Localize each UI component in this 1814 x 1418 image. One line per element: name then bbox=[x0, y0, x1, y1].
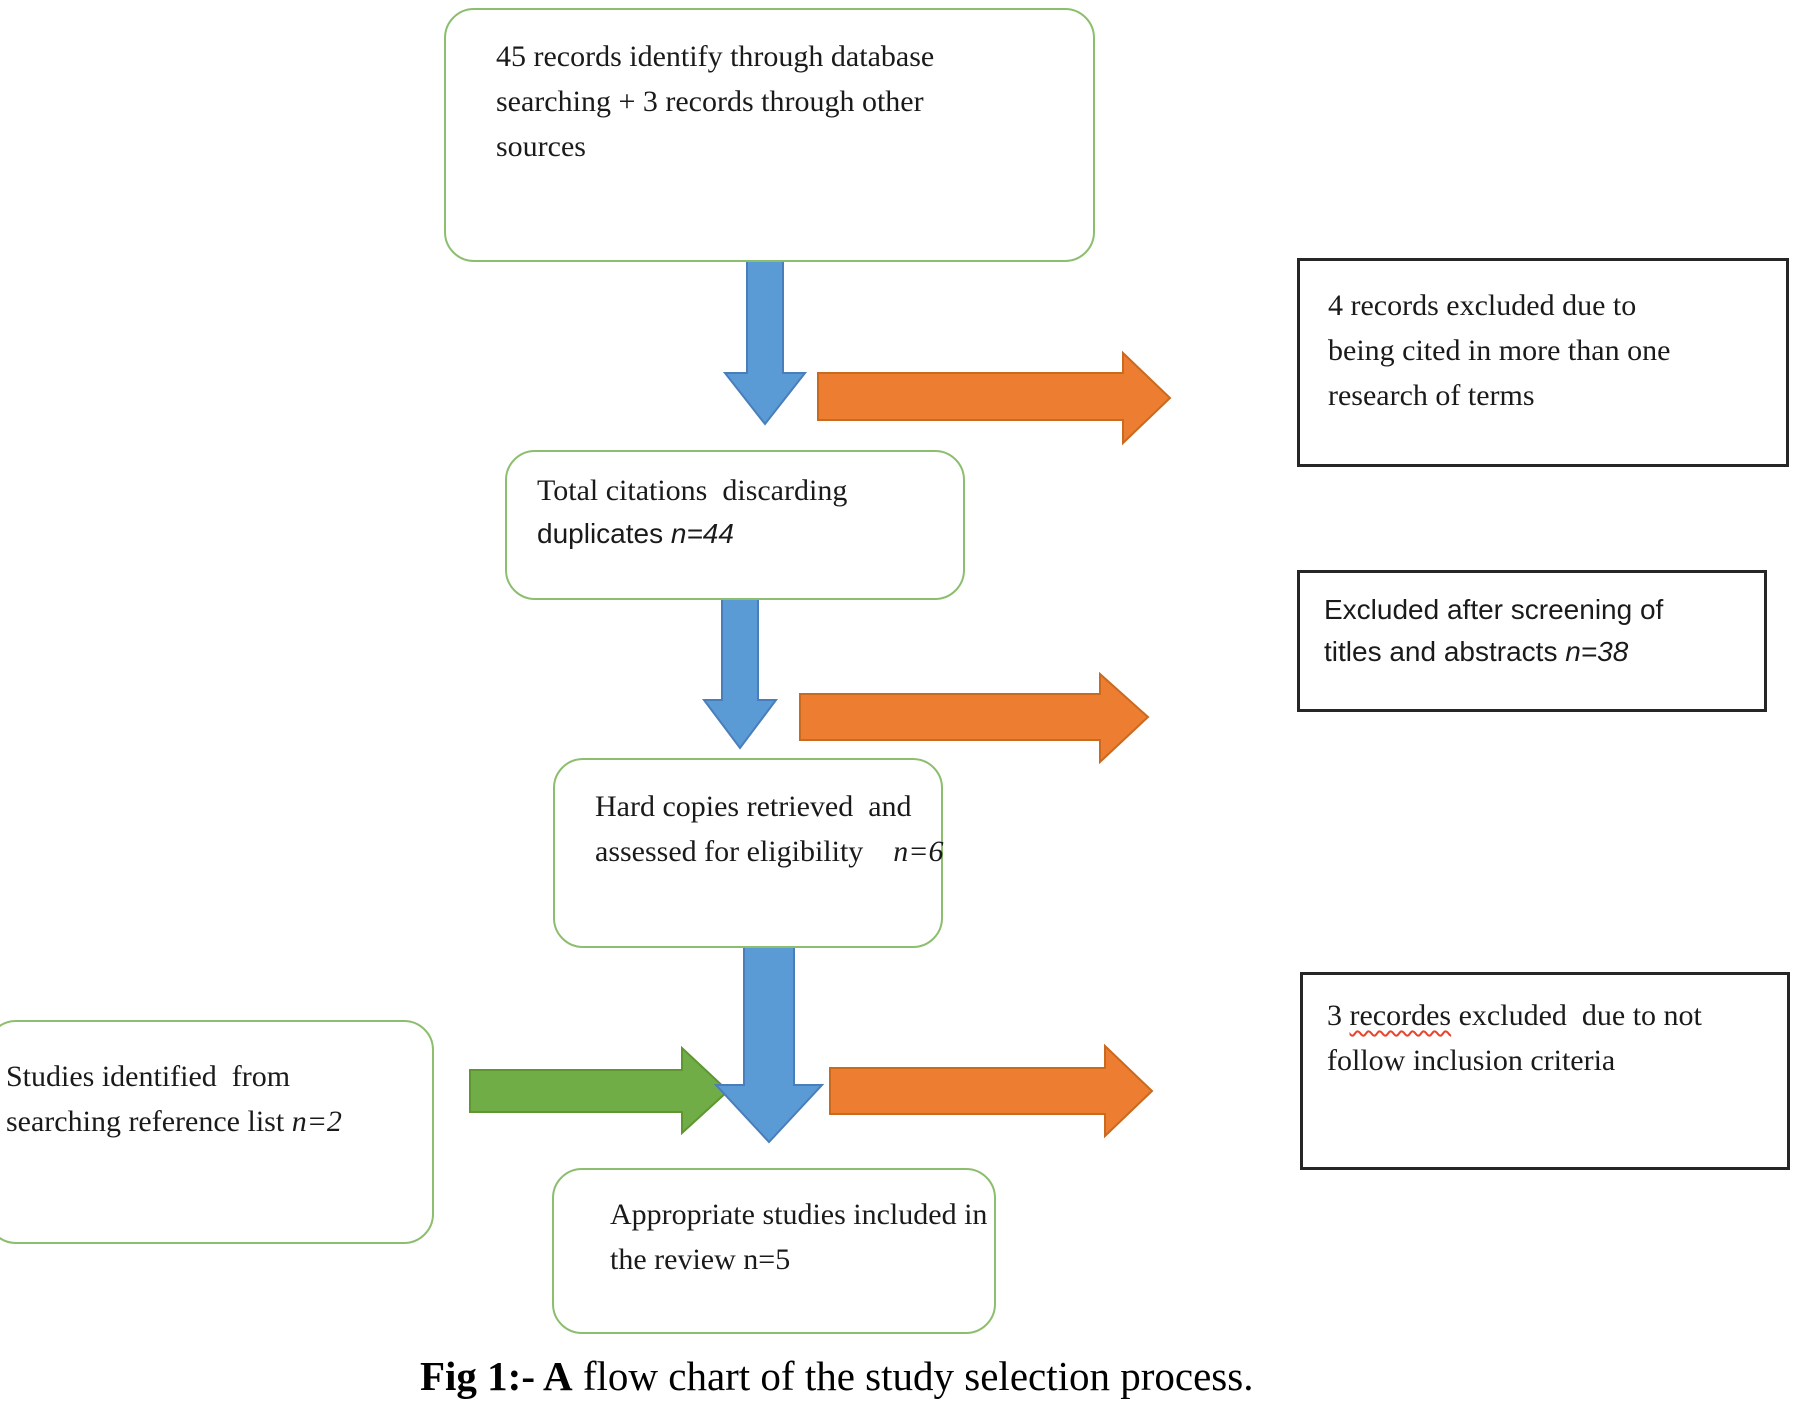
misspelled-word: recordes bbox=[1349, 999, 1452, 1032]
down-arrow-identification bbox=[722, 257, 808, 426]
right-arrow-reference-studies bbox=[469, 1045, 730, 1136]
n-value: n=2 bbox=[291, 1105, 342, 1138]
box-included-studies: Appropriate studies included in the revi… bbox=[552, 1168, 996, 1334]
box-included-studies-line2: the review n=5 bbox=[610, 1243, 791, 1276]
box-hard-copies-line1: Hard copies retrieved and bbox=[595, 790, 912, 823]
figure-caption-label: Fig 1:- A bbox=[420, 1353, 573, 1399]
box-hard-copies: Hard copies retrieved and assessed for e… bbox=[553, 758, 944, 948]
box-reference-studies-line2: searching reference list n=2 bbox=[6, 1105, 342, 1138]
box-total-citations-line1: Total citations discarding bbox=[537, 474, 848, 507]
figure-caption: Fig 1:- A flow chart of the study select… bbox=[420, 1352, 1253, 1400]
n-value: n=44 bbox=[670, 518, 734, 549]
box-excluded-criteria-line2: follow inclusion criteria bbox=[1327, 1044, 1616, 1077]
box-included-studies-line1: Appropriate studies included in bbox=[610, 1198, 988, 1231]
n-value: n=5 bbox=[743, 1243, 791, 1276]
down-arrow-dedup bbox=[702, 597, 778, 750]
down-arrow-eligibility bbox=[713, 943, 825, 1144]
right-arrow-excluded-duplicates bbox=[817, 350, 1172, 446]
box-hard-copies-line2: assessed for eligibility n=6 bbox=[595, 835, 944, 868]
figure-caption-text: flow chart of the study selection proces… bbox=[572, 1353, 1254, 1399]
box-excluded-screening-line1: Excluded after screening of bbox=[1324, 594, 1664, 625]
box-excluded-criteria: 3 recordes excluded due to not follow in… bbox=[1300, 972, 1790, 1170]
right-arrow-excluded-criteria bbox=[829, 1043, 1154, 1139]
n-value: n=6 bbox=[893, 835, 944, 868]
n-value: n=38 bbox=[1565, 636, 1629, 667]
box-reference-studies-line1: Studies identified from bbox=[6, 1060, 291, 1093]
box-excluded-screening-line2: titles and abstracts n=38 bbox=[1324, 636, 1629, 667]
box-total-citations-line2: duplicates n=44 bbox=[537, 518, 734, 549]
box-excluded-screening: Excluded after screening of titles and a… bbox=[1297, 570, 1767, 712]
box-records-identified: 45 records identify through database sea… bbox=[444, 8, 1095, 262]
box-reference-studies: Studies identified from searching refere… bbox=[0, 1020, 434, 1244]
box-excluded-criteria-line1: 3 recordes excluded due to not bbox=[1327, 999, 1702, 1032]
box-total-citations: Total citations discarding duplicates n=… bbox=[505, 450, 965, 600]
right-arrow-excluded-screening bbox=[799, 671, 1150, 765]
box-excluded-duplicates: 4 records excluded due to being cited in… bbox=[1297, 258, 1789, 467]
